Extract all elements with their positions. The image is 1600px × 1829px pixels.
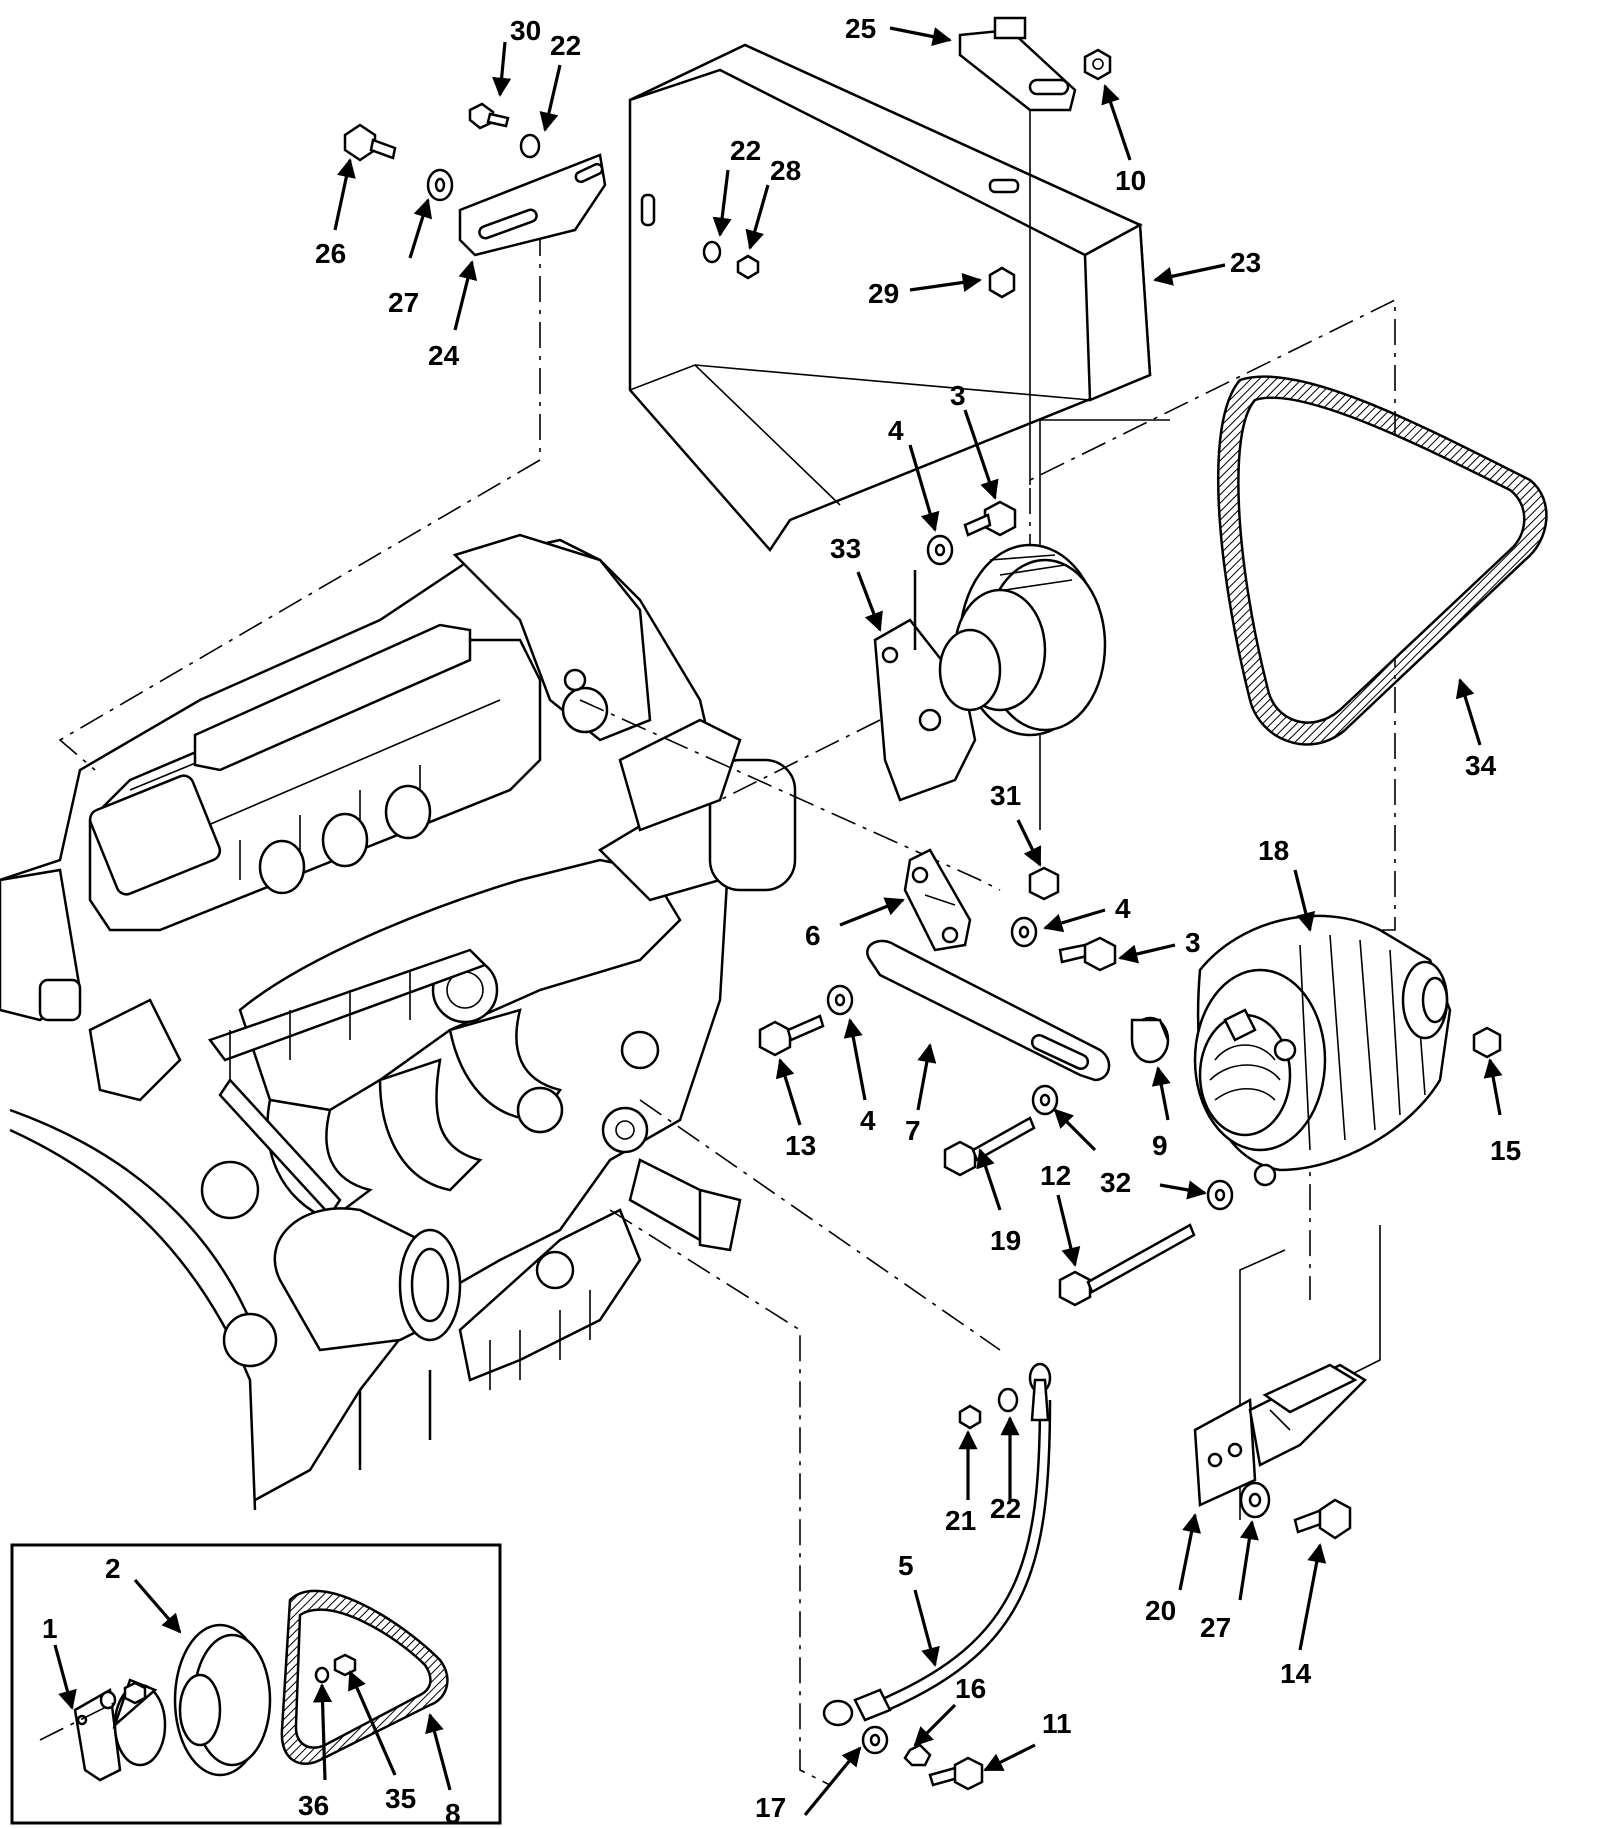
- callout-8: 8: [445, 1798, 461, 1829]
- callout-32: 32: [1100, 1167, 1131, 1198]
- callout-18: 18: [1258, 835, 1289, 866]
- fasteners: [343, 48, 1502, 1540]
- callout-4-mid: 4: [1115, 893, 1131, 924]
- ground-strap: [822, 1362, 1052, 1791]
- callout-30: 30: [510, 15, 541, 46]
- callout-5: 5: [898, 1550, 914, 1581]
- callout-9: 9: [1152, 1130, 1168, 1161]
- bracket-6: [903, 848, 972, 952]
- callout-6: 6: [805, 920, 821, 951]
- pulley-assembly: [873, 543, 1107, 802]
- callout-20: 20: [1145, 1595, 1176, 1626]
- callout-27: 27: [388, 287, 419, 318]
- alternator: [1193, 914, 1452, 1187]
- callout-23: 23: [1230, 247, 1261, 278]
- callout-17: 17: [755, 1792, 786, 1823]
- callout-4: 4: [888, 415, 904, 446]
- callout-36: 36: [298, 1790, 329, 1821]
- callout-labels: 30 22 26 27 24 25 10 23 22 28 29 3 4 33 …: [42, 13, 1521, 1829]
- callout-22: 22: [550, 30, 581, 61]
- engine-assembly: [0, 533, 797, 1511]
- callout-19: 19: [990, 1225, 1021, 1256]
- callout-3: 3: [950, 380, 966, 411]
- callout-4-lower: 4: [860, 1105, 876, 1136]
- callout-31: 31: [990, 780, 1021, 811]
- inset-detail: [10, 1543, 502, 1825]
- callout-12: 12: [1040, 1160, 1071, 1191]
- callout-34: 34: [1465, 750, 1497, 781]
- callout-3-mid: 3: [1185, 927, 1201, 958]
- callout-10: 10: [1115, 165, 1146, 196]
- callout-33: 33: [830, 533, 861, 564]
- callout-22-lower: 22: [990, 1493, 1021, 1524]
- callout-28: 28: [770, 155, 801, 186]
- spacer-9: [1130, 1016, 1170, 1064]
- callout-35: 35: [385, 1783, 416, 1814]
- drive-belt: [1216, 375, 1548, 746]
- callout-7: 7: [905, 1115, 921, 1146]
- belt-cover: [628, 43, 1152, 553]
- callout-14: 14: [1280, 1658, 1312, 1689]
- bracket-25: [958, 16, 1077, 112]
- callout-1: 1: [42, 1613, 58, 1644]
- callout-2: 2: [105, 1553, 121, 1584]
- leader-arrows: [53, 26, 1503, 1817]
- callout-27-lower: 27: [1200, 1612, 1231, 1643]
- callout-22-mid: 22: [730, 135, 761, 166]
- callout-26: 26: [315, 238, 346, 269]
- bracket-24: [458, 153, 607, 257]
- callout-16: 16: [955, 1673, 986, 1704]
- callout-24: 24: [428, 340, 460, 371]
- callout-21: 21: [945, 1505, 976, 1536]
- callout-25: 25: [845, 13, 876, 44]
- callout-13: 13: [785, 1130, 816, 1161]
- bracket-20: [1193, 1363, 1368, 1507]
- callout-11: 11: [1042, 1708, 1072, 1739]
- adjusting-arm: [866, 939, 1111, 1082]
- callout-29: 29: [868, 278, 899, 309]
- callout-15: 15: [1490, 1135, 1521, 1166]
